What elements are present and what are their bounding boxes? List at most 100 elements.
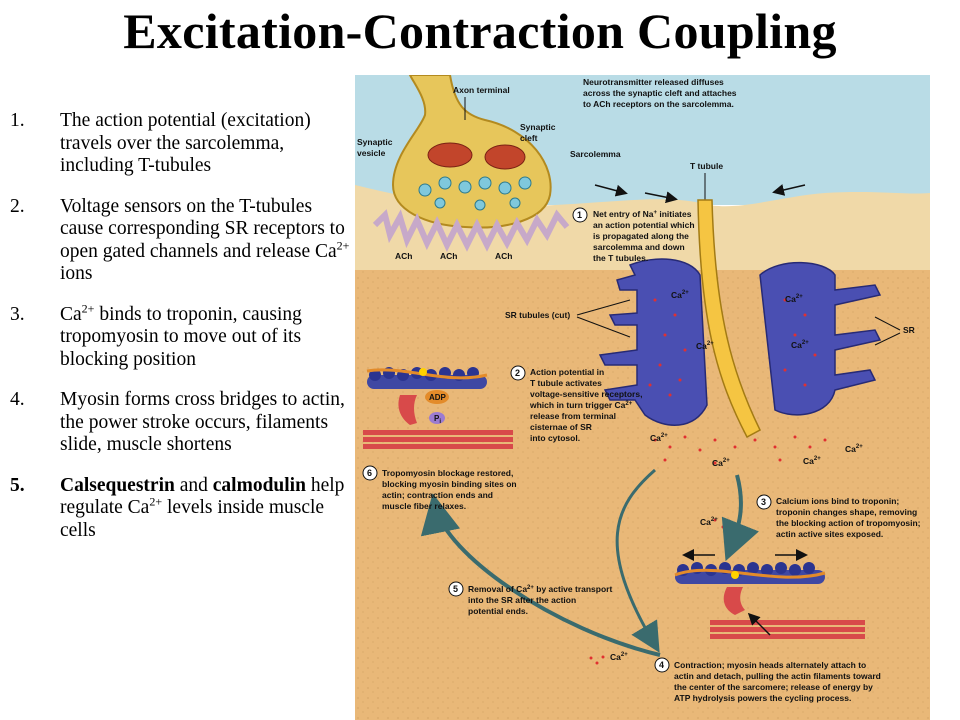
svg-text:Ca2+: Ca2+ bbox=[785, 294, 803, 304]
step-text: and bbox=[174, 474, 213, 496]
junctional-folds bbox=[372, 209, 570, 252]
sr-label: SR bbox=[903, 325, 915, 335]
svg-text:Ca2+: Ca2+ bbox=[696, 341, 714, 351]
svg-text:Calcium ions bind to troponin;: Calcium ions bind to troponin; bbox=[776, 496, 899, 506]
ach-label: ACh bbox=[440, 251, 457, 261]
svg-text:is propagated along the: is propagated along the bbox=[593, 231, 689, 241]
sr-right bbox=[759, 261, 882, 416]
step-item: 5. Calsequestrin and calmodulin help reg… bbox=[10, 475, 355, 543]
step-number: 1. bbox=[10, 110, 25, 131]
axon-terminal-label: Axon terminal bbox=[453, 85, 510, 95]
svg-text:ATP hydrolysis powers the cycl: ATP hydrolysis powers the cycling proces… bbox=[674, 693, 851, 703]
svg-text:voltage-sensitive receptors,: voltage-sensitive receptors, bbox=[530, 389, 642, 399]
step-number: 3. bbox=[10, 303, 25, 325]
callout-4: 4 Contraction; myosin heads alternately … bbox=[654, 657, 881, 703]
synaptic-cleft-label: cleft bbox=[520, 133, 538, 143]
cycle-arrow-return bbox=[420, 493, 661, 657]
ca-labels: Ca2+ Ca2+ Ca2+ Ca2+ Ca2+ Ca2+ Ca2+ Ca2+ … bbox=[610, 290, 863, 662]
step-item: 1. The action potential (excitation) tra… bbox=[10, 110, 355, 178]
svg-text:3: 3 bbox=[761, 497, 766, 507]
page-title: Excitation-Contraction Coupling bbox=[123, 3, 837, 59]
synaptic-vesicle-label: vesicle bbox=[357, 148, 386, 158]
axon-terminal bbox=[391, 75, 552, 229]
ec-coupling-diagram: ACh ACh ACh Axon terminal Neurotransmitt… bbox=[355, 75, 930, 720]
pi-label: Pi bbox=[434, 414, 441, 425]
callout-3: 3 Calcium ions bind to troponin; troponi… bbox=[756, 494, 921, 539]
svg-text:muscle fiber relaxes.: muscle fiber relaxes. bbox=[382, 501, 466, 511]
svg-text:Removal of Ca2+ by active tran: Removal of Ca2+ by active transport bbox=[468, 584, 612, 594]
calcium-ions bbox=[589, 298, 827, 665]
t-tubule bbox=[697, 199, 761, 439]
svg-text:sarcolemma and down: sarcolemma and down bbox=[593, 242, 685, 252]
svg-text:4: 4 bbox=[659, 660, 664, 670]
svg-text:T tubule activates: T tubule activates bbox=[530, 378, 602, 388]
svg-text:5: 5 bbox=[453, 584, 458, 594]
svg-text:troponin changes shape, removi: troponin changes shape, removing bbox=[776, 507, 917, 517]
step-text: help regulate Ca bbox=[60, 474, 345, 519]
svg-text:cisternae of SR: cisternae of SR bbox=[530, 422, 592, 432]
svg-text:6: 6 bbox=[367, 468, 372, 478]
superscript: 2+ bbox=[336, 238, 350, 252]
neurotransmitter-label-1: Neurotransmitter released diffuses bbox=[583, 77, 724, 87]
step-number: 4. bbox=[10, 389, 25, 410]
svg-text:Net entry of Na+ initiates: Net entry of Na+ initiates bbox=[593, 209, 692, 219]
callout-2: 2 Action potential in T tubule activates… bbox=[510, 365, 642, 443]
svg-text:into the SR after the action: into the SR after the action bbox=[468, 595, 576, 605]
step-text-tail: ions bbox=[60, 263, 93, 284]
svg-text:Contraction; myosin heads alte: Contraction; myosin heads alternately at… bbox=[674, 660, 866, 670]
superscript: 2+ bbox=[81, 301, 95, 315]
step-item: 3. Ca2+ binds to troponin, causing tropo… bbox=[10, 301, 355, 372]
myofilament-contracting bbox=[674, 549, 865, 639]
svg-text:2: 2 bbox=[515, 368, 520, 378]
svg-text:Ca2+: Ca2+ bbox=[712, 458, 730, 468]
myofilament-relaxed: ADP Pi bbox=[363, 367, 513, 449]
svg-text:Ca2+: Ca2+ bbox=[791, 340, 809, 350]
ach-label: ACh bbox=[395, 251, 412, 261]
superscript: 2+ bbox=[149, 494, 163, 509]
step-text-tail: binds to troponin, causing tropomyosin t… bbox=[60, 303, 302, 370]
svg-text:Action potential in: Action potential in bbox=[530, 367, 604, 377]
cycle-arrow-down bbox=[721, 474, 759, 562]
svg-text:actin; contraction ends and: actin; contraction ends and bbox=[382, 490, 493, 500]
svg-text:an action potential which: an action potential which bbox=[593, 220, 695, 230]
svg-text:the center of the sarcomere; r: the center of the sarcomere; release of … bbox=[674, 682, 873, 692]
svg-text:Ca2+: Ca2+ bbox=[671, 290, 689, 300]
svg-text:Tropomyosin blockage restored,: Tropomyosin blockage restored, bbox=[382, 468, 513, 478]
svg-text:blocking myosin binding sites: blocking myosin binding sites on bbox=[382, 479, 517, 489]
step-number: 5. bbox=[10, 474, 25, 496]
callout-1: 1 Net entry of Na+ initiates an action p… bbox=[572, 207, 695, 263]
adp-label: ADP bbox=[429, 393, 447, 402]
step-item: 2. Voltage sensors on the T-tubules caus… bbox=[10, 196, 355, 286]
svg-text:release from terminal: release from terminal bbox=[530, 411, 616, 421]
svg-text:1: 1 bbox=[577, 210, 582, 220]
sarcolemma-label: Sarcolemma bbox=[570, 149, 621, 159]
step-text: Myosin forms cross bridges to actin, the… bbox=[60, 389, 345, 455]
step-number: 2. bbox=[10, 195, 25, 217]
neurotransmitter-label-2: across the synaptic cleft and attaches bbox=[583, 88, 737, 98]
svg-text:which in turn trigger Ca2+: which in turn trigger Ca2+ bbox=[529, 400, 633, 410]
svg-text:the blocking action of tropomy: the blocking action of tropomyosin; bbox=[776, 518, 921, 528]
step-text: Voltage sensors on the T-tubules cause c… bbox=[60, 195, 345, 262]
svg-text:potential ends.: potential ends. bbox=[468, 606, 528, 616]
synaptic-vesicle-label: Synaptic bbox=[357, 137, 393, 147]
svg-text:actin and detach, pulling the: actin and detach, pulling the actin fila… bbox=[674, 671, 881, 681]
ach-label: ACh bbox=[495, 251, 512, 261]
sr-tubules-label: SR tubules (cut) bbox=[505, 310, 570, 320]
t-tubule-label: T tubule bbox=[690, 161, 723, 171]
svg-text:actin active sites exposed.: actin active sites exposed. bbox=[776, 529, 883, 539]
step-text-tail: levels inside muscle cells bbox=[60, 497, 325, 541]
step-text: Ca bbox=[60, 303, 82, 325]
svg-text:into cytosol.: into cytosol. bbox=[530, 433, 580, 443]
synaptic-cleft-label: Synaptic bbox=[520, 122, 556, 132]
svg-text:Ca2+: Ca2+ bbox=[803, 456, 821, 466]
sr-left bbox=[598, 258, 708, 426]
callout-6: 6 Tropomyosin blockage restored, blockin… bbox=[362, 465, 517, 511]
steps-list: 1. The action potential (excitation) tra… bbox=[10, 110, 355, 560]
callout-5: 5 Removal of Ca2+ by active transport in… bbox=[448, 581, 612, 616]
neurotransmitter-label-3: to ACh receptors on the sarcolemma. bbox=[583, 99, 734, 109]
svg-text:Ca2+: Ca2+ bbox=[700, 517, 718, 527]
svg-text:Ca2+: Ca2+ bbox=[610, 652, 628, 662]
step-item: 4. Myosin forms cross bridges to actin, … bbox=[10, 389, 355, 457]
term-calmodulin: calmodulin bbox=[212, 474, 306, 496]
cycle-arrow-into-sr bbox=[615, 468, 660, 653]
